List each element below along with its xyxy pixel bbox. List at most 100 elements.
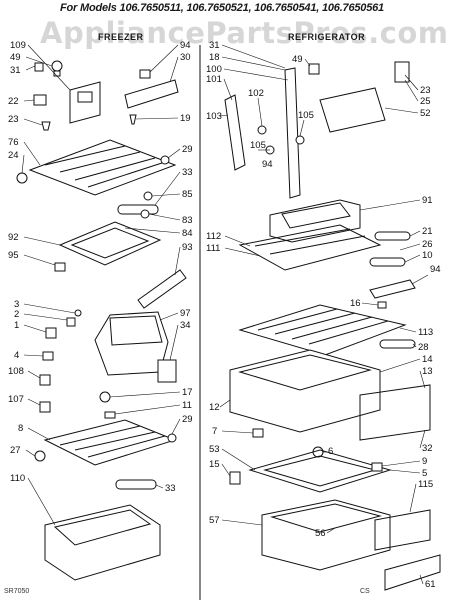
callout-14: 14 [422, 354, 433, 365]
shelf-support-33 [117, 204, 159, 215]
callout-1: 1 [14, 320, 19, 331]
small-parts-3-2-1 [45, 309, 82, 339]
callout-6: 6 [328, 446, 333, 457]
callout-15: 15 [209, 459, 220, 470]
part-4 [42, 351, 54, 361]
freezer-basket-part [44, 504, 161, 581]
freezer-wire-shelf-part [28, 139, 177, 196]
crisper-cover-53 [248, 449, 392, 493]
callout-26: 26 [422, 239, 433, 250]
crisper-frame-13 [359, 384, 431, 441]
callout-94c: 94 [430, 264, 441, 275]
callout-61: 61 [425, 579, 436, 590]
screw-part-19 [129, 114, 137, 125]
callout-29: 29 [182, 144, 193, 155]
callout-115: 115 [418, 479, 433, 490]
part-34 [157, 359, 177, 383]
diagram-code: SR7050 [4, 588, 30, 595]
rail-93 [137, 269, 187, 309]
callout-34: 34 [180, 320, 191, 331]
callout-49-fridge: 49 [292, 54, 303, 65]
screw-part [41, 121, 51, 131]
refrigerator-wire-shelf-113 [238, 304, 407, 356]
callout-31-fridge: 31 [209, 40, 220, 51]
callout-85: 85 [182, 189, 193, 200]
bracket-83 [140, 209, 150, 219]
leader-lines [21, 44, 429, 585]
freezer-section-label: FREEZER [98, 32, 144, 42]
callout-84: 84 [182, 228, 193, 239]
watermark-logo: AppliancePartsPros.com [40, 16, 449, 50]
light-shield-part [124, 79, 179, 109]
shelf-ladder-rail-103 [224, 94, 246, 171]
callout-111: 111 [206, 243, 220, 254]
callout-33b: 33 [165, 483, 176, 494]
callout-30: 30 [180, 52, 191, 63]
callout-2: 2 [14, 309, 19, 320]
part-28 [379, 339, 416, 349]
callout-labels: 109 49 31 22 23 94 30 19 76 24 29 33 85 … [8, 40, 441, 590]
shelf-glide-part-24 [16, 172, 28, 184]
part-108 [39, 374, 51, 386]
meat-pan-57 [261, 499, 391, 571]
light-shield-52 [319, 87, 386, 133]
shelf-ladder-rail-100 [284, 67, 301, 199]
callout-112: 112 [206, 231, 221, 242]
callout-19: 19 [180, 113, 191, 124]
part-115 [374, 509, 431, 551]
callout-92: 92 [8, 232, 19, 243]
crisper-pan-12 [229, 349, 381, 433]
freezer-control-housing-part [69, 81, 101, 124]
callout-53: 53 [209, 444, 220, 455]
light-socket-part [34, 62, 44, 72]
callout-27: 27 [10, 445, 21, 456]
glass-shelf-112 [238, 224, 382, 271]
switch-part [33, 94, 47, 106]
ice-bin-part [94, 311, 169, 376]
callout-109: 109 [10, 40, 26, 51]
bracket-85 [143, 191, 153, 201]
callout-100: 100 [206, 64, 222, 75]
part-10 [369, 257, 406, 267]
rail-94c [369, 279, 416, 299]
callout-18: 18 [209, 52, 220, 63]
callout-7: 7 [212, 426, 217, 437]
callout-95: 95 [8, 250, 19, 261]
callout-52: 52 [420, 108, 431, 119]
callout-29b: 29 [182, 414, 193, 425]
callout-25: 25 [420, 96, 431, 107]
shelf-bracket-29 [160, 155, 170, 165]
part-16 [377, 301, 387, 309]
callout-110: 110 [10, 473, 25, 484]
part-9 [371, 462, 383, 472]
callout-10: 10 [422, 250, 433, 261]
callout-24: 24 [8, 150, 19, 161]
callout-8: 8 [18, 423, 23, 434]
callout-23: 23 [8, 114, 19, 125]
freezer-lower-wire-shelf-part [43, 419, 177, 466]
callout-4: 4 [14, 350, 19, 361]
callout-93: 93 [182, 242, 193, 253]
callout-94-fridge: 94 [262, 159, 273, 170]
callout-21: 21 [422, 226, 433, 237]
part-33b [115, 479, 157, 490]
callout-105b: 105 [250, 140, 266, 151]
part-21 [374, 231, 411, 241]
clip-part [139, 69, 151, 79]
callout-49: 49 [10, 52, 21, 63]
callout-3: 3 [14, 299, 19, 310]
callout-11: 11 [182, 400, 192, 411]
callout-83: 83 [182, 215, 193, 226]
callout-101: 101 [206, 74, 222, 85]
callout-33: 33 [182, 167, 193, 178]
part-15 [229, 471, 241, 485]
knob-95 [54, 262, 66, 272]
callout-113: 113 [418, 327, 433, 338]
callout-107: 107 [8, 394, 24, 405]
callout-103: 103 [206, 111, 222, 122]
callout-108: 108 [8, 366, 24, 377]
callout-16: 16 [350, 298, 361, 309]
callout-22: 22 [8, 96, 19, 107]
part-29b [167, 433, 177, 443]
